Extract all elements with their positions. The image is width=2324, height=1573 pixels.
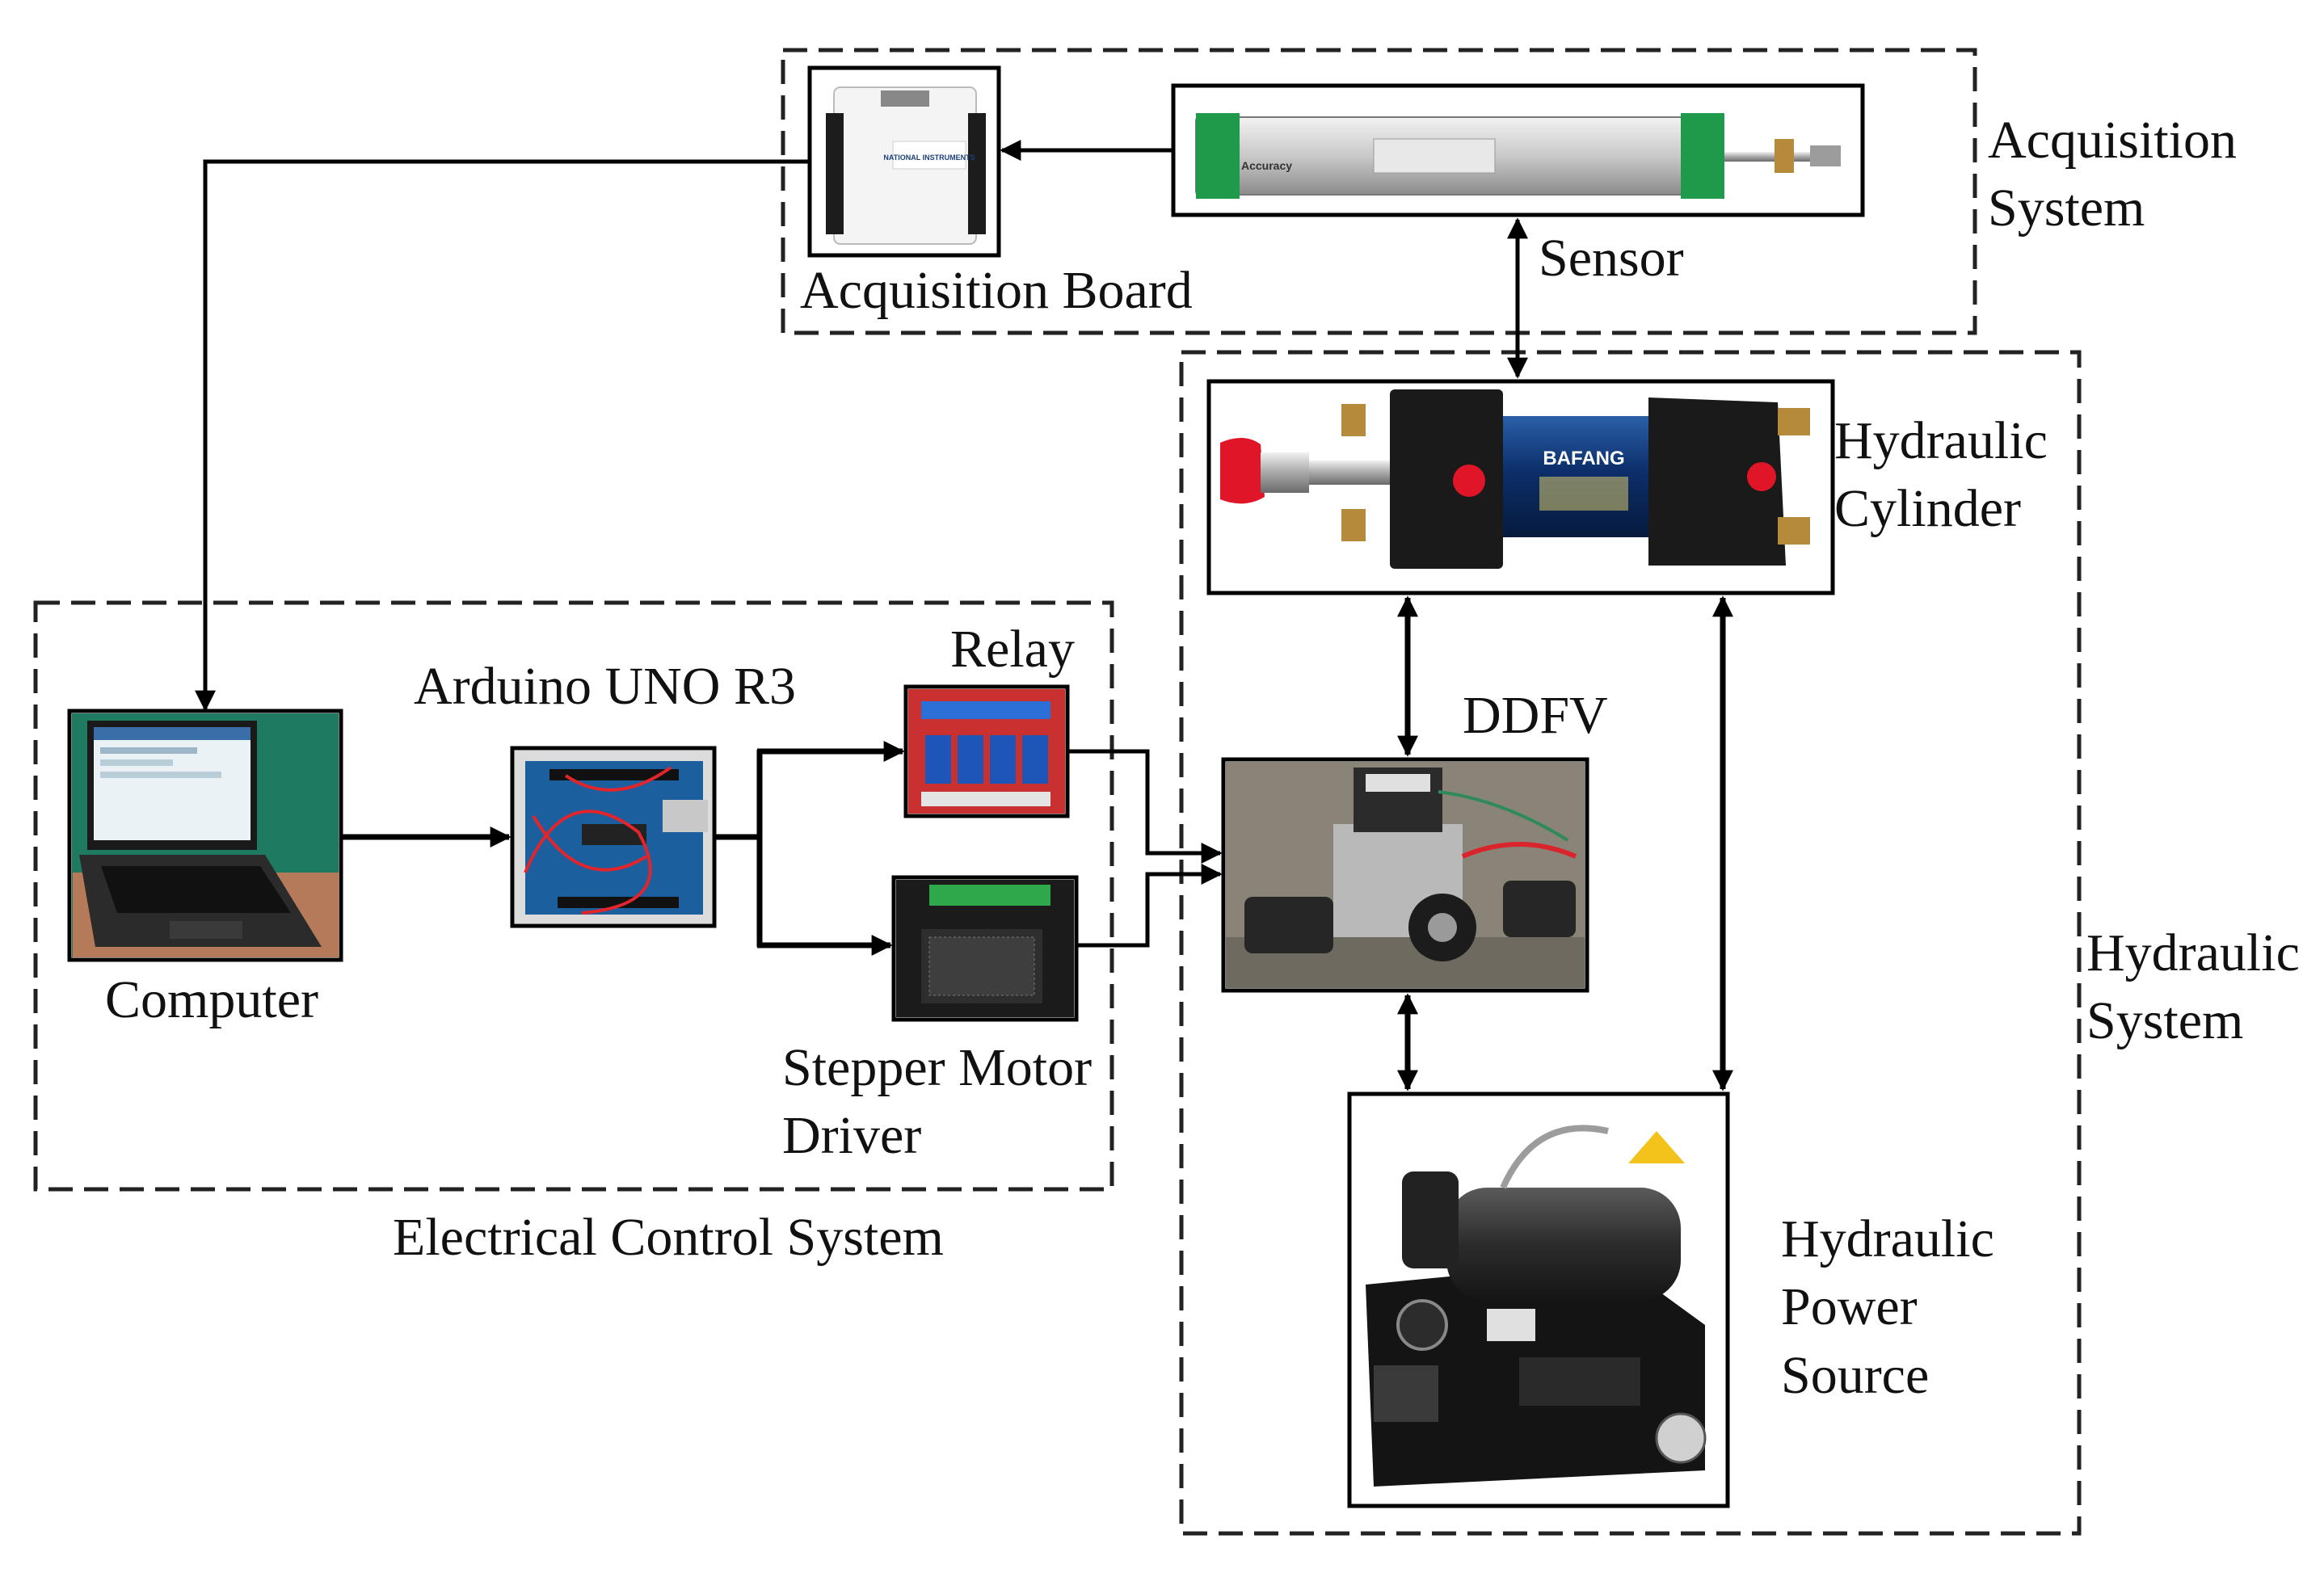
hydraulic-system-boundary — [1179, 350, 2082, 1536]
sensor-brand-marking: Accuracy — [1241, 159, 1292, 172]
stepper-motor-driver-label: Stepper Motor Driver — [782, 1038, 1093, 1166]
hydraulic-power-source-image — [1347, 1091, 1730, 1508]
hydraulic-power-source-label: Hydraulic Power Source — [1781, 1209, 1994, 1405]
ddfv-label: DDFV — [1463, 686, 1608, 745]
stepper-motor-driver-image — [891, 875, 1079, 1022]
sensor-image: Accuracy — [1171, 83, 1865, 217]
arrow-driver-to-ddfv — [1076, 864, 1223, 948]
daq-brand-marking: NATIONAL INSTRUMENTS — [883, 154, 975, 162]
arduino-label: Arduino UNO R3 — [414, 657, 796, 716]
acquisition-system-label: Acquisition System — [1988, 111, 2237, 238]
arduino-image — [510, 746, 717, 928]
electrical-control-system-label: Electrical Control System — [393, 1208, 944, 1267]
acquisition-board-label: Acquisition Board — [800, 261, 1193, 320]
hydraulic-cylinder-image: BAFANG — [1206, 379, 1835, 595]
acquisition-system-boundary — [781, 48, 1977, 335]
ddfv-image — [1221, 757, 1589, 993]
hydraulic-system-label: Hydraulic System — [2086, 923, 2300, 1051]
electrical-control-system-boundary — [33, 600, 1114, 1192]
computer-image — [67, 709, 343, 962]
relay-image — [903, 684, 1070, 818]
sensor-label: Sensor — [1539, 229, 1684, 288]
cylinder-brand-marking: BAFANG — [1543, 448, 1624, 469]
computer-label: Computer — [105, 970, 318, 1029]
arrow-board-to-computer — [195, 159, 810, 712]
arrow-relay-to-ddfv — [1067, 749, 1223, 864]
hydraulic-cylinder-label: Hydraulic Cylinder — [1834, 411, 2048, 539]
acquisition-board-image: NATIONAL INSTRUMENTS — [807, 65, 1001, 258]
relay-label: Relay — [950, 620, 1075, 679]
